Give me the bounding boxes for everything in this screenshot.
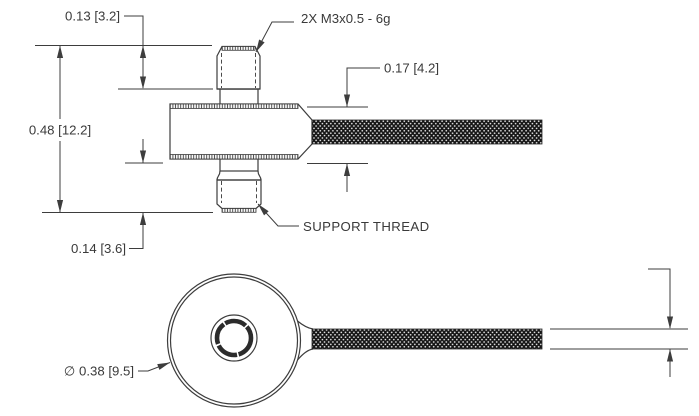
arrowhead-icon (343, 94, 351, 107)
cable-side (311, 119, 543, 145)
arrowhead-icon (343, 163, 351, 176)
dimension-body-diameter: ∅ 0.38 [9.5] (64, 359, 172, 379)
sensor-body-side (169, 103, 313, 160)
extension-lines-side (35, 45, 368, 213)
dimension-body-height: 0.17 [4.2] (343, 61, 439, 192)
arrowhead-icon (139, 150, 147, 163)
side-view: 0.13 [3.2] 0.48 [12.2] 0.14 [3.6] 0.17 [… (29, 9, 543, 256)
support-thread-callout: SUPPORT THREAD (255, 201, 430, 234)
arrowhead-icon (157, 359, 172, 370)
top-stud-thread-depth-lines (221, 53, 256, 88)
thread-callout: 2X M3x0.5 - 6g (253, 11, 390, 54)
top-stud-face-band (221, 46, 256, 51)
thread-callout-label: 2X M3x0.5 - 6g (301, 11, 390, 26)
bottom-stud-thread-depth-lines (221, 181, 257, 203)
top-stud (216, 45, 261, 106)
stud-thread-ring (214, 318, 254, 358)
body-outer-circle (166, 273, 302, 408)
arrowhead-icon (666, 316, 674, 329)
body-top-band (169, 103, 299, 109)
dim-body-height-label: 0.17 [4.2] (384, 61, 439, 76)
dim-stud-top-label: 0.13 [3.2] (65, 9, 120, 24)
dimension-stud-bottom-height: 0.14 [3.6] (71, 139, 147, 256)
arrowhead-icon (56, 200, 64, 213)
dimension-stud-top-height: 0.13 [3.2] (65, 9, 147, 89)
arrowhead-icon (139, 45, 147, 58)
cable-plan (311, 328, 543, 350)
dim-diameter-label: ∅ 0.38 [9.5] (64, 364, 134, 379)
bottom-stud (216, 157, 262, 213)
bottom-stud-neck (219, 157, 259, 172)
arrowhead-icon (56, 45, 64, 58)
body-outline (169, 103, 313, 160)
bottom-stud-face-band (221, 208, 257, 213)
dim-overall-height-label: 0.48 [12.2] (29, 123, 91, 138)
arrowhead-icon (666, 349, 674, 362)
stud-major-circle (210, 314, 258, 362)
top-stud-thread (216, 45, 261, 90)
top-stud-neck (219, 88, 259, 106)
body-inner-circle (169, 276, 299, 405)
bottom-stud-thread (216, 179, 262, 210)
arrowhead-icon (139, 76, 147, 89)
dim-stud-bottom-label: 0.14 [3.6] (71, 241, 126, 256)
support-thread-label: SUPPORT THREAD (303, 219, 430, 234)
dimension-cable-diameter (550, 268, 688, 377)
arrowhead-icon (139, 212, 147, 225)
body-bottom-band (169, 154, 299, 160)
plan-view: ∅ 0.38 [9.5] (64, 268, 688, 408)
dimension-overall-height: 0.48 [12.2] (29, 45, 91, 213)
